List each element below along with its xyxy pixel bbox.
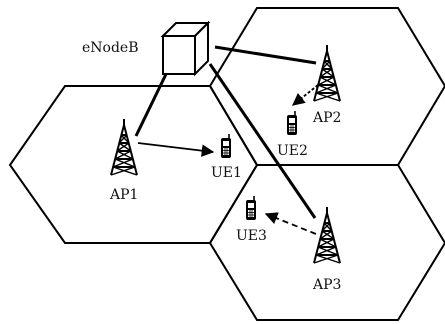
backhaul-link-ap1 xyxy=(134,69,170,137)
enodeb-label: eNodeB xyxy=(82,40,139,56)
wireless-link-ap1-ue1 xyxy=(137,142,215,157)
mobile-phone-icon xyxy=(245,195,257,221)
wireless-link-ap2-ue2 xyxy=(292,84,319,106)
ue3-label: UE3 xyxy=(236,228,267,244)
cell-tower-icon xyxy=(110,118,138,176)
backhaul-link-ap3 xyxy=(208,63,317,219)
ap1-label: AP1 xyxy=(109,187,138,203)
cell-bottom-right xyxy=(208,164,445,321)
backhaul-link-ap2 xyxy=(214,45,317,65)
cube-icon xyxy=(160,20,211,77)
cell-top-right xyxy=(208,7,445,166)
ue1-label: UE1 xyxy=(211,165,242,181)
ap2-label: AP2 xyxy=(312,110,341,126)
mobile-phone-icon xyxy=(220,133,232,159)
cell-tower-icon xyxy=(313,206,341,264)
cell-tower-icon xyxy=(313,44,341,102)
wireless-link-ap3-ue3 xyxy=(264,212,317,235)
mobile-phone-icon xyxy=(286,110,298,136)
ap3-label: AP3 xyxy=(312,277,341,293)
ue2-label: UE2 xyxy=(277,143,308,159)
